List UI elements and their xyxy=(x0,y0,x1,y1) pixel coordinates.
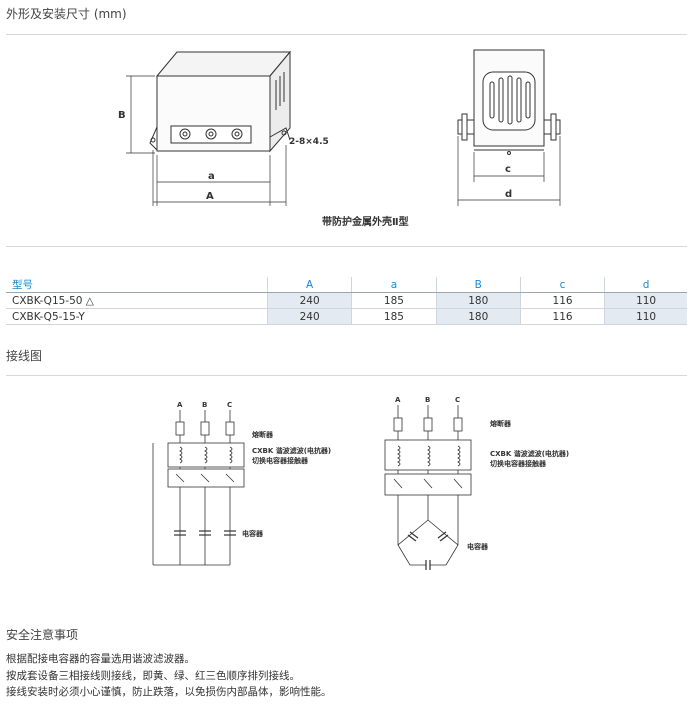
table-cell: 116 xyxy=(520,308,606,325)
safety-note: 接线安装时必须小心谨慎，防止跌落，以免损伤内部晶体，影响性能。 xyxy=(6,686,332,698)
wiring-diagram: A B C 熔断器 CXBK 谐波滤波(电抗器) 切换电容器接触器 电容器 xyxy=(152,396,569,570)
left-fuse-label: 熔断器 xyxy=(252,430,274,439)
table-header: A xyxy=(267,277,353,293)
safety-note: 根据配接电容器的容量选用谐波滤波器。 xyxy=(6,653,195,665)
section-title-wiring: 接线图 xyxy=(6,349,43,363)
table-row: CXBK-Q15-50 △ 240 185 180 116 110 xyxy=(6,292,687,309)
table-cell: 185 xyxy=(351,292,437,309)
dim-label-B: B xyxy=(118,110,126,121)
table-cell: 240 xyxy=(267,308,353,325)
table-cell: 240 xyxy=(267,292,353,309)
table-cell: 185 xyxy=(351,308,437,325)
section-title-safety: 安全注意事项 xyxy=(6,628,79,642)
wiring-left xyxy=(152,410,245,566)
dim-label-c: c xyxy=(505,164,511,175)
outline-drawing: B a A 2-8×4.5 c d 带防护金属外壳Ⅱ型 xyxy=(118,49,561,228)
table-cell: 180 xyxy=(436,308,521,325)
divider xyxy=(6,246,687,247)
table-header: B xyxy=(436,277,521,293)
section-title-dimensions: 外形及安装尺寸 (mm) xyxy=(6,7,127,21)
right-capacitor-label: 电容器 xyxy=(467,542,489,551)
right-contactor-label: 切换电容器接触器 xyxy=(490,459,547,468)
hole-note: 2-8×4.5 xyxy=(289,137,329,147)
left-phase-b: B xyxy=(202,401,207,409)
table-cell: CXBK-Q5-15-Y xyxy=(6,308,268,325)
dim-label-A: A xyxy=(206,191,214,202)
left-capacitor-label: 电容器 xyxy=(242,529,264,538)
right-phase-b: B xyxy=(425,396,430,404)
left-phase-a: A xyxy=(177,401,183,409)
dim-label-a: a xyxy=(208,171,215,182)
right-reactor-label: CXBK 谐波滤波(电抗器) xyxy=(490,449,569,458)
table-header: a xyxy=(351,277,437,293)
left-phase-c: C xyxy=(227,401,232,409)
table-header: 型号 xyxy=(6,277,268,293)
left-reactor-label: CXBK 谐波滤波(电抗器) xyxy=(252,446,331,455)
table-cell: CXBK-Q15-50 △ xyxy=(6,292,268,309)
safety-note: 按成套设备三相接线则接线，即黄、绿、红三色顺序排列接线。 xyxy=(6,669,300,682)
left-contactor-label: 切换电容器接触器 xyxy=(252,456,309,465)
right-fuse-label: 熔断器 xyxy=(490,419,512,428)
table-cell: 180 xyxy=(436,292,521,309)
drawing-caption: 带防护金属外壳Ⅱ型 xyxy=(322,215,409,228)
divider xyxy=(6,34,687,35)
dim-label-d: d xyxy=(505,189,512,200)
table-header: c xyxy=(520,277,606,293)
table-cell: 116 xyxy=(520,292,606,309)
safety-notes: 根据配接电容器的容量选用谐波滤波器。 按成套设备三相接线则接线，即黄、绿、红三色… xyxy=(6,651,332,701)
table-header-row: 型号 A a B c d xyxy=(6,277,687,293)
table-row: CXBK-Q5-15-Y 240 185 180 116 110 xyxy=(6,308,687,325)
spec-table: 型号 A a B c d CXBK-Q15-50 △ 240 185 180 1… xyxy=(6,277,687,325)
divider xyxy=(6,375,687,376)
right-phase-c: C xyxy=(455,396,460,404)
wiring-right xyxy=(384,405,472,570)
table-header: d xyxy=(604,277,687,293)
table-cell: 110 xyxy=(604,292,687,309)
table-cell: 110 xyxy=(604,308,687,325)
right-phase-a: A xyxy=(395,396,401,404)
